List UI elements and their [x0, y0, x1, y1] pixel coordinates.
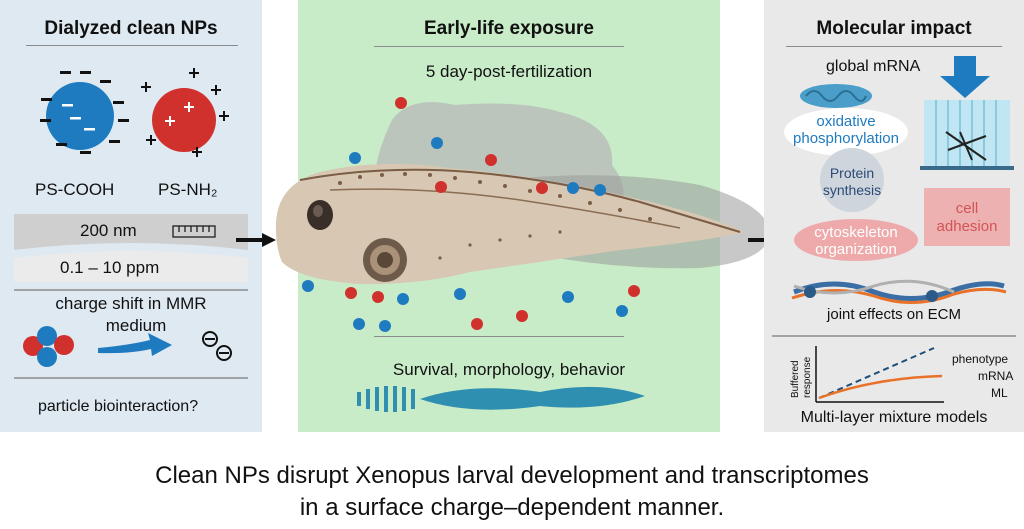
panel-molecular: Molecular impact	[764, 0, 1024, 432]
size-label: 200 nm	[80, 221, 137, 240]
protein-line1: Protein	[829, 165, 875, 181]
ps-cooh-label: PS-COOH	[35, 180, 115, 199]
caption-line2: in a surface charge–dependent manner.	[299, 494, 725, 521]
exposure-graphics	[236, 97, 784, 412]
panel-title-exposure: Early-life exposure	[423, 18, 595, 39]
cell-adhesion-line1: cell	[955, 200, 979, 217]
ps-nh2-label: PS-NH₂	[158, 180, 218, 199]
protein-line2: synthesis	[822, 182, 882, 198]
endpoint-divider	[374, 336, 624, 337]
panel-nanoparticles: Dialyzed clean NPs	[0, 0, 262, 432]
cytoskeleton-line2: organization	[815, 241, 897, 258]
biointeraction-label: particle biointeraction?	[38, 398, 199, 415]
cytoskeleton-line1: cytoskeleton	[814, 224, 898, 241]
chart-ylabel-line1: Buffered	[790, 360, 801, 398]
mitochondrion-icon	[800, 84, 872, 108]
panel-title-molecular: Molecular impact	[816, 18, 972, 39]
title-divider	[26, 45, 238, 46]
positive-charge-icon	[141, 68, 229, 157]
negative-charge-icon	[40, 71, 129, 154]
arrow-down-icon	[940, 56, 990, 98]
global-mrna-label: global mRNA	[826, 58, 921, 75]
medium-label: medium	[105, 316, 167, 335]
panel-title-nanoparticles: Dialyzed clean NPs	[44, 18, 218, 39]
ecm-label: joint effects on ECM	[827, 306, 961, 323]
title-divider	[786, 46, 1002, 47]
models-label: Multi-layer mixture models	[800, 409, 988, 426]
molecular-graphics	[772, 56, 1016, 403]
timepoint-label: 5 day-post-fertilization	[425, 62, 593, 81]
caption-line1: Clean NPs disrupt Xenopus larval develop…	[155, 462, 869, 489]
swim-trace-icon	[357, 386, 645, 412]
legend-ml: ML	[991, 386, 1008, 400]
epithelium-icon	[920, 100, 1014, 170]
endpoints-label: Survival, morphology, behavior	[392, 360, 626, 379]
concentration-label: 0.1 – 10 ppm	[60, 258, 160, 277]
nanoparticle-graphics	[14, 68, 248, 379]
legend-phenotype: phenotype	[952, 352, 1009, 366]
ecm-fiber-icon	[791, 279, 1007, 304]
title-divider	[374, 46, 624, 47]
oxphos-line2: phosphorylation	[793, 130, 899, 147]
chart-ylabel-line2: response	[802, 356, 813, 398]
legend-mrna: mRNA	[978, 369, 1014, 383]
ruler-icon	[172, 225, 216, 238]
cell-adhesion-line2: adhesion	[936, 218, 998, 235]
charge-shift-label: charge shift in MMR	[55, 294, 207, 313]
tadpole-illustration	[275, 163, 745, 285]
oxphos-line1: oxidative	[816, 113, 876, 130]
arrow-right-icon	[236, 233, 276, 247]
